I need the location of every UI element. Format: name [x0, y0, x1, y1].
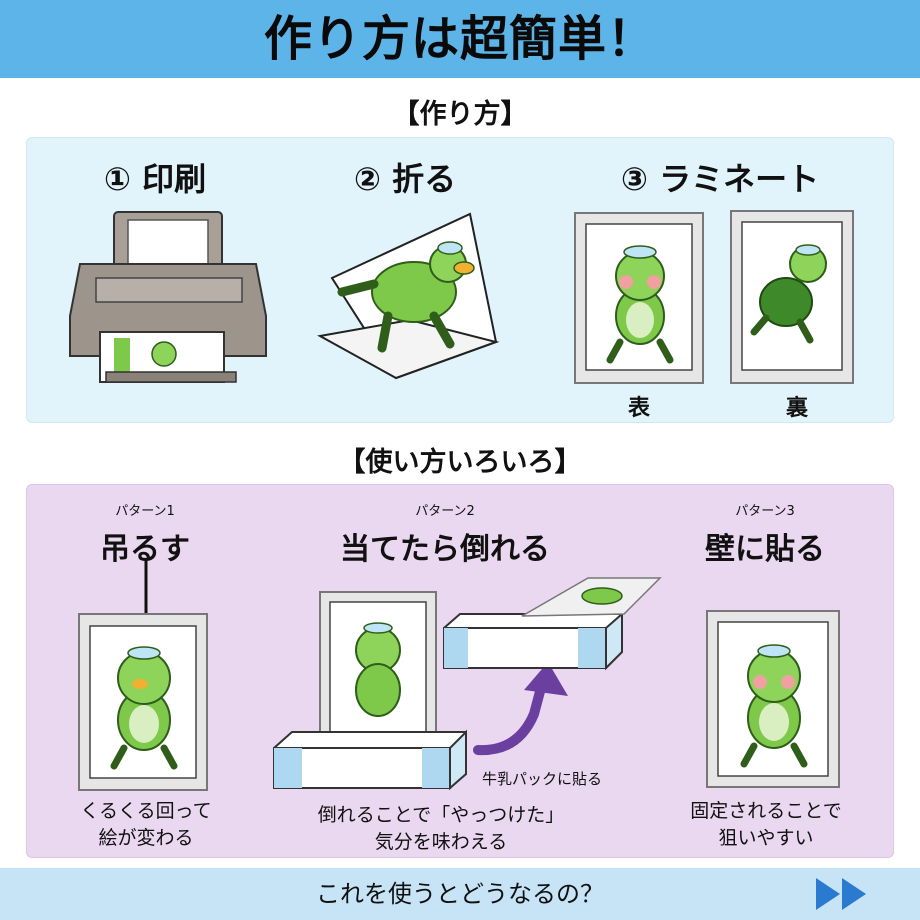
folded-sheet-illustration — [317, 212, 500, 380]
footer-text[interactable]: これを使うとどうなるの？ — [316, 880, 604, 908]
front-label: 表 — [627, 396, 650, 421]
pattern-1-number: パターン1 — [115, 504, 175, 519]
milk-carton-note: 牛乳パックに貼る — [482, 770, 603, 788]
back-label: 裏 — [785, 396, 808, 421]
pattern-2-caption-line-1: 倒れることで「やっつけた」 — [317, 804, 565, 826]
pattern-3-caption-line-1: 固定されることで — [690, 800, 842, 822]
pattern-3-caption-line-2: 狙いやすい — [718, 827, 814, 849]
step-fold-title: ② 折る — [353, 160, 457, 198]
pattern-2-caption-line-2: 気分を味わえる — [374, 831, 508, 853]
step-laminate-title: ③ ラミネート — [620, 160, 820, 198]
pattern-3-title: 壁に貼る — [705, 532, 825, 567]
knockdown-illustration — [273, 577, 662, 791]
pattern-1-caption-line-1: くるくる回って — [80, 800, 212, 822]
wall-card-illustration — [706, 610, 840, 788]
double-chevron-right-icon[interactable] — [814, 876, 870, 912]
hanging-card-illustration — [78, 560, 208, 791]
pattern-2-title: 当てたら倒れる — [340, 532, 550, 567]
laminated-front-card — [574, 212, 704, 384]
printer-illustration — [69, 211, 267, 383]
laminated-back-card — [730, 210, 854, 384]
pattern-2-caption: 倒れることで「やっつけた」 気分を味わえる — [296, 802, 586, 856]
pattern-3-caption: 固定されることで 狙いやすい — [676, 798, 856, 852]
how-to-heading: 【作り方】 — [392, 99, 528, 130]
pattern-2-number: パターン2 — [415, 504, 475, 519]
header-bar — [0, 0, 920, 78]
step-print-title: ① 印刷 — [103, 160, 207, 198]
page-title: 作り方は超簡単！ — [263, 11, 656, 67]
footer-bar — [0, 868, 920, 920]
pattern-3-number: パターン3 — [735, 504, 795, 519]
pattern-1-caption-line-2: 絵が変わる — [98, 827, 194, 849]
pattern-1-caption: くるくる回って 絵が変わる — [56, 798, 236, 852]
usage-heading: 【使い方いろいろ】 — [338, 447, 582, 478]
